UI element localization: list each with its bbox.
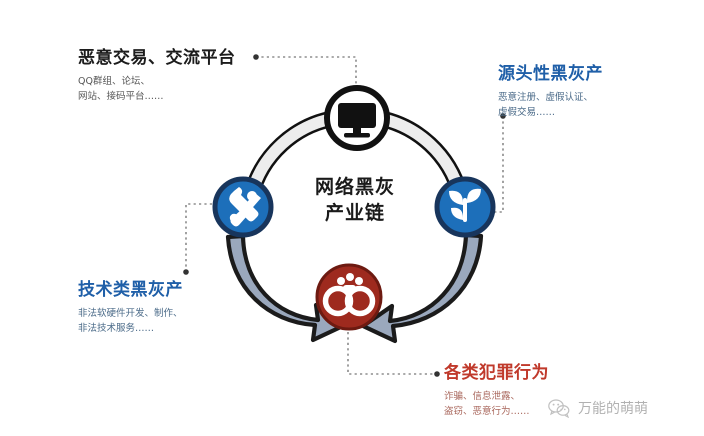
label-source-industry-sub2: 虚假交易……: [498, 107, 556, 119]
label-technical-industry-sub1: 非法软硬件开发、制作、: [78, 308, 183, 320]
connector-dot-criminal: [434, 371, 440, 377]
label-source-industry-title: 源头性黑灰产: [498, 64, 603, 84]
label-technical-industry-sub2: 非法技术服务……: [78, 323, 155, 335]
watermark-text: 万能的萌萌: [578, 401, 648, 417]
connector-dot-source: [500, 113, 506, 119]
arrow-source-to-crime: [360, 232, 484, 344]
connector-malicious-platform: [256, 56, 357, 92]
label-malicious-platform-sub1: QQ群组、论坛、: [78, 76, 150, 88]
node-platform[interactable]: [324, 85, 390, 151]
label-source-industry: 源头性黑灰产 恶意注册、虚假认证、 虚假交易……: [498, 64, 603, 121]
label-criminal-acts: 各类犯罪行为 诈骗、信息泄露、 盗窃、恶意行为……: [444, 363, 549, 420]
connector-lines: [183, 54, 506, 377]
arrow-right-shape: [360, 232, 484, 344]
label-criminal-acts-sub2: 盗窃、恶意行为……: [444, 406, 530, 418]
wechat-icon: [548, 399, 570, 418]
center-title-line2: 产业链: [324, 201, 385, 224]
connector-dot-platform: [253, 54, 259, 60]
node-criminal[interactable]: [315, 263, 383, 331]
monitor-icon: [338, 103, 376, 138]
connector-dot-technical: [183, 269, 189, 275]
label-technical-industry-title: 技术类黑灰产: [78, 280, 183, 300]
label-criminal-acts-title: 各类犯罪行为: [444, 363, 549, 383]
handcuffs-icon: [322, 273, 376, 317]
label-malicious-platform-sub2: 网站、接码平台……: [78, 91, 164, 103]
label-source-industry-sub: 恶意注册、虚假认证、 虚假交易……: [498, 91, 603, 120]
label-source-industry-sub1: 恶意注册、虚假认证、: [498, 92, 594, 104]
label-criminal-acts-sub1: 诈骗、信息泄露、: [444, 391, 521, 403]
label-malicious-platform-sub: QQ群组、论坛、 网站、接码平台……: [78, 75, 236, 104]
center-title: 网络黑灰 产业链: [296, 175, 414, 226]
label-malicious-platform: 恶意交易、交流平台 QQ群组、论坛、 网站、接码平台……: [78, 48, 236, 105]
label-technical-industry-sub: 非法软硬件开发、制作、 非法技术服务……: [78, 307, 183, 336]
node-technical[interactable]: [212, 176, 274, 238]
arrow-tools-to-crime: [225, 233, 348, 343]
sprout-icon: [449, 188, 481, 222]
center-title-line1: 网络黑灰: [314, 176, 395, 198]
hammer-wrench-icon: [229, 187, 261, 227]
node-source[interactable]: [434, 176, 496, 238]
label-criminal-acts-sub: 诈骗、信息泄露、 盗窃、恶意行为……: [444, 390, 549, 419]
watermark: 万能的萌萌: [548, 398, 648, 418]
arrow-left-shape: [225, 233, 348, 343]
connector-technical-industry: [185, 203, 218, 272]
label-technical-industry: 技术类黑灰产 非法软硬件开发、制作、 非法技术服务……: [78, 280, 183, 337]
label-malicious-platform-title: 恶意交易、交流平台: [78, 48, 236, 68]
